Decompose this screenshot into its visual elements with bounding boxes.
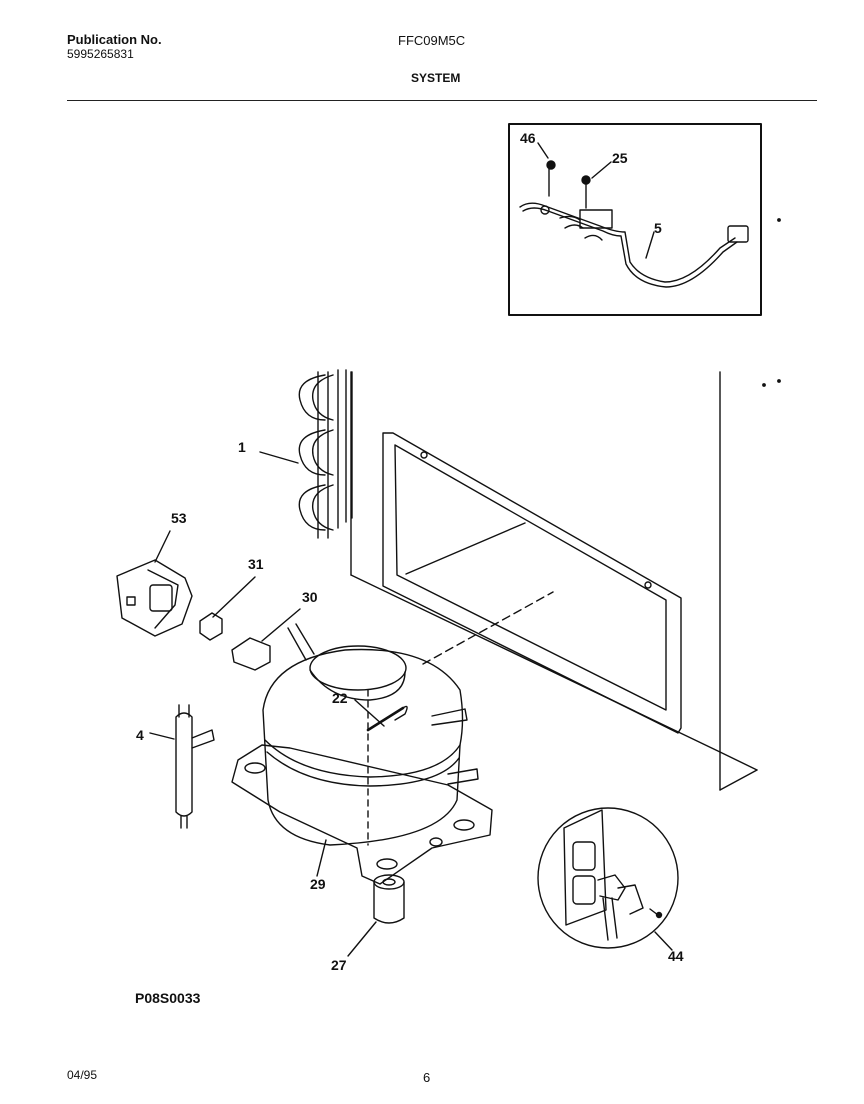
callout-5: 5 bbox=[654, 220, 662, 236]
model-number: FFC09M5C bbox=[398, 33, 466, 48]
power-cord-detail bbox=[537, 807, 679, 951]
condenser-coil bbox=[259, 369, 353, 539]
callout-22: 22 bbox=[332, 690, 348, 706]
section-title: SYSTEM bbox=[411, 71, 461, 85]
header-rule bbox=[67, 100, 817, 101]
callout-4: 4 bbox=[136, 727, 144, 743]
callout-30: 30 bbox=[302, 589, 318, 605]
callout-25: 25 bbox=[612, 150, 628, 166]
compressor bbox=[231, 623, 493, 885]
revision-date: 04/95 bbox=[67, 1068, 98, 1082]
freezer-cabinet bbox=[350, 371, 758, 791]
callout-53: 53 bbox=[171, 510, 187, 526]
callout-31: 31 bbox=[248, 556, 264, 572]
callout-46: 46 bbox=[520, 130, 536, 146]
relay-cover bbox=[116, 530, 193, 637]
callout-27: 27 bbox=[331, 957, 347, 973]
publication-label: Publication No. bbox=[67, 32, 162, 47]
inset-harness-detail bbox=[508, 123, 762, 316]
page-number: 6 bbox=[423, 1070, 431, 1085]
diagram-code: P08S0033 bbox=[135, 990, 201, 1006]
callout-1: 1 bbox=[238, 439, 246, 455]
overload-protector bbox=[199, 576, 256, 641]
publication-number: 5995265831 bbox=[67, 47, 134, 61]
start-relay bbox=[231, 608, 301, 671]
filter-drier bbox=[149, 704, 215, 829]
grommet bbox=[347, 874, 405, 957]
callout-44: 44 bbox=[668, 948, 684, 964]
callout-29: 29 bbox=[310, 876, 326, 892]
